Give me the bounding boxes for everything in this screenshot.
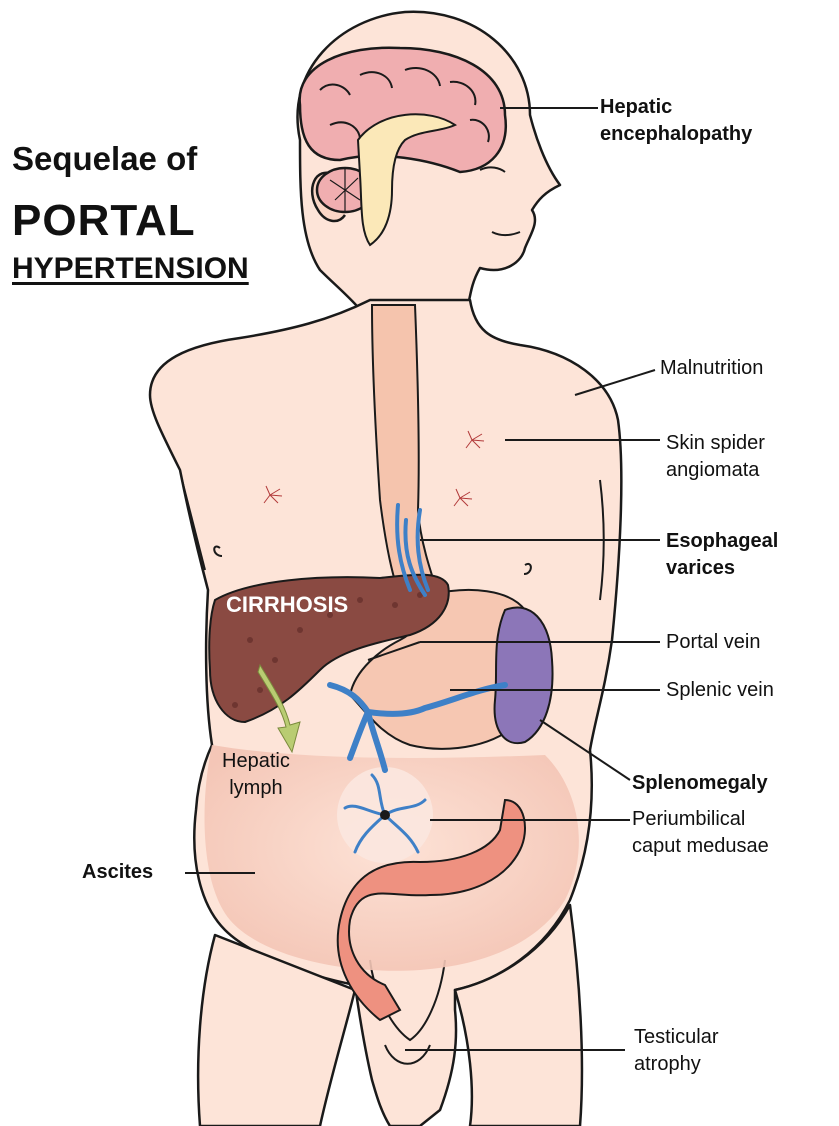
label-line: caput medusae: [632, 833, 769, 860]
label-ascites: Ascites: [82, 859, 153, 886]
label-line: Hepatic: [600, 94, 752, 121]
title-line-3: HYPERTENSION: [12, 252, 249, 286]
label-skin-spider-angiomata: Skin spider angiomata: [666, 430, 765, 484]
label-line: Esophageal: [666, 528, 778, 555]
label-hepatic-lymph: Hepatic lymph: [222, 748, 290, 802]
label-cirrhosis: CIRRHOSIS: [226, 592, 348, 618]
label-line: Testicular: [634, 1024, 718, 1051]
label-periumbilical-caput-medusae: Periumbilical caput medusae: [632, 806, 769, 860]
label-malnutrition: Malnutrition: [660, 355, 763, 382]
label-testicular-atrophy: Testicular atrophy: [634, 1024, 718, 1078]
label-portal-vein: Portal vein: [666, 629, 761, 656]
caput-medusae: [337, 767, 433, 863]
label-line: Skin spider: [666, 430, 765, 457]
title-line-1: Sequelae of: [12, 140, 197, 178]
label-line: varices: [666, 555, 778, 582]
title-line-2: PORTAL: [12, 196, 196, 246]
label-line: angiomata: [666, 457, 765, 484]
label-splenomegaly: Splenomegaly: [632, 770, 768, 797]
label-line: atrophy: [634, 1051, 718, 1078]
label-esophageal-varices: Esophageal varices: [666, 528, 778, 582]
label-hepatic-encephalopathy: Hepatic encephalopathy: [600, 94, 752, 148]
label-line: encephalopathy: [600, 121, 752, 148]
label-line: Hepatic: [222, 748, 290, 775]
label-splenic-vein: Splenic vein: [666, 677, 774, 704]
label-line: Periumbilical: [632, 806, 769, 833]
label-line: lymph: [222, 775, 290, 802]
